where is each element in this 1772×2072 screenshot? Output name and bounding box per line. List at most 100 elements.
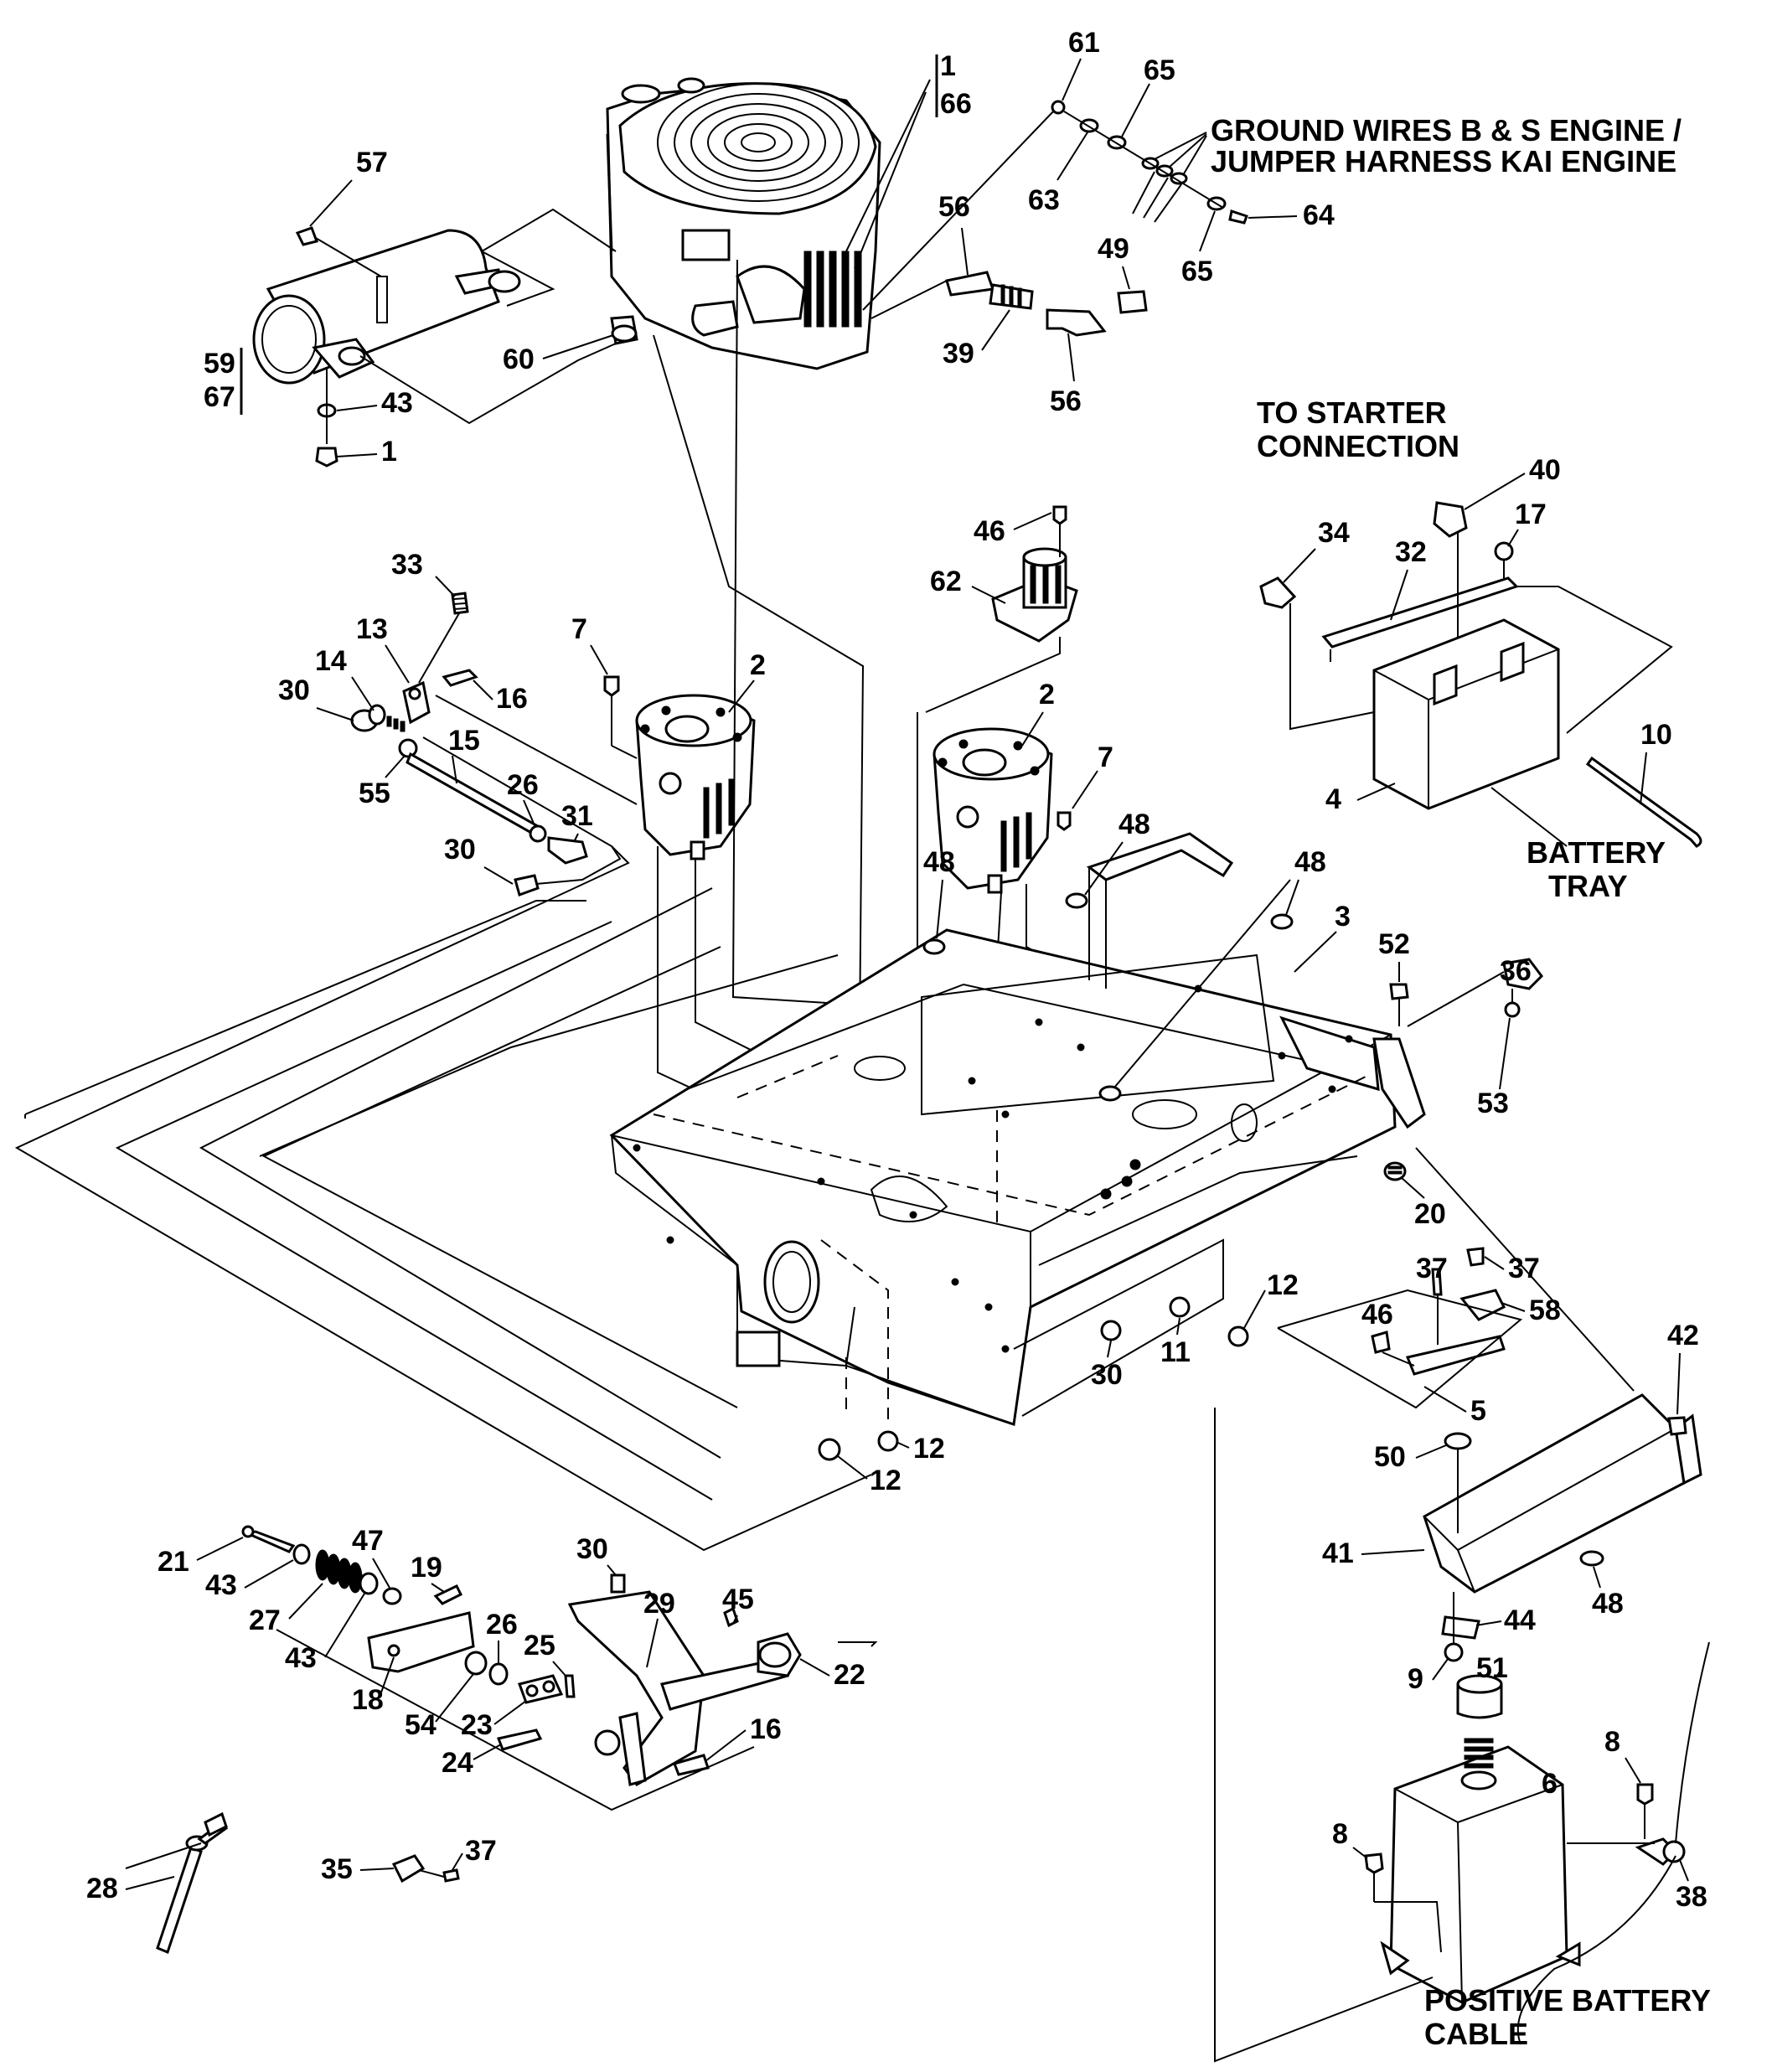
battery-tray-note-2: TRAY [1548,869,1628,903]
callout-9: 9 [1408,1663,1423,1695]
callout-23: 23 [461,1709,493,1741]
callout-12-b: 12 [913,1433,945,1465]
engine-icon [606,77,881,370]
callout-28: 28 [86,1873,118,1904]
callout-48-c: 48 [1294,846,1326,878]
callout-65-top: 65 [1144,54,1175,86]
callout-46-solenoid: 46 [974,515,1005,547]
fuel-tank-icon [1380,1738,1581,2004]
frame-icon [609,832,1426,1426]
callout-42: 42 [1667,1320,1699,1351]
callout-40: 40 [1529,454,1561,486]
callout-51: 51 [1476,1652,1508,1684]
starter-solenoid-icon [991,505,1078,643]
callout-46-bracket: 46 [1361,1299,1393,1331]
callout-55: 55 [359,778,390,809]
callout-49: 49 [1098,233,1129,265]
callout-17: 17 [1515,499,1547,530]
callout-12-a: 12 [1267,1269,1299,1301]
callout-12-c: 12 [870,1465,901,1496]
callout-30-b: 30 [444,834,476,865]
starter-note-1: TO STARTER [1257,395,1447,430]
svg-text:GROUND WIRES B & S ENGINE /: GROUND WIRES B & S ENGINE / [1211,113,1682,147]
callout-30-a: 30 [278,674,310,706]
callout-18: 18 [352,1684,384,1716]
callout-48-d: 48 [1592,1588,1624,1620]
callout-16-b: 16 [750,1713,782,1745]
callout-2-b: 2 [1039,679,1055,710]
callout-52: 52 [1378,928,1410,960]
battery-icon [1372,618,1560,810]
callout-67: 67 [204,381,235,413]
brake-linkage-icon [367,1590,802,1786]
positive-cable-note-2: CABLE [1424,2017,1528,2051]
callout-7-a: 7 [571,613,587,645]
callout-44: 44 [1504,1604,1536,1636]
callout-1-nut: 1 [381,436,397,468]
callout-43-c: 43 [285,1642,317,1674]
starter-note-2: CONNECTION [1257,429,1459,463]
callout-63: 63 [1028,184,1060,216]
callout-8-b: 8 [1332,1818,1348,1850]
callout-11: 11 [1160,1336,1191,1368]
callout-50: 50 [1374,1441,1406,1473]
callout-53: 53 [1477,1088,1509,1119]
callout-2-a: 2 [750,649,766,681]
callout-60: 60 [503,344,535,375]
callout-66: 66 [940,88,972,120]
callout-20: 20 [1414,1198,1446,1230]
callout-30-c: 30 [1091,1359,1123,1391]
callout-37-c: 37 [465,1835,497,1867]
callout-7-b: 7 [1098,741,1113,773]
callout-8-a: 8 [1604,1726,1620,1758]
callout-56-top: 56 [938,191,970,223]
callout-54: 54 [405,1709,437,1741]
callout-21: 21 [158,1546,189,1578]
callout-14: 14 [315,645,347,677]
muffler-icon [252,229,521,385]
callout-39: 39 [943,338,974,369]
hydraulic-pump-icon [932,727,1053,894]
callout-13: 13 [356,613,388,645]
callout-1-engine: 1 [940,50,956,82]
ground-wires-note: GROUND WIRES B & S ENGINE / JUMPER HARNE… [1211,113,1682,178]
callout-26-b: 26 [486,1609,518,1641]
callout-4: 4 [1325,783,1341,815]
callout-16-a: 16 [496,683,528,715]
callout-58: 58 [1529,1294,1561,1326]
battery-tray-note-1: BATTERY [1527,835,1666,870]
callout-48-a: 48 [923,846,955,878]
callout-19: 19 [411,1552,442,1584]
callout-30-d: 30 [576,1533,608,1565]
callout-5: 5 [1470,1395,1486,1427]
callout-65-bottom: 65 [1181,256,1213,287]
callout-15: 15 [448,725,480,757]
callout-59: 59 [204,348,235,380]
callout-64: 64 [1303,199,1335,231]
callout-48-b: 48 [1118,809,1150,840]
callout-3: 3 [1335,901,1351,933]
callout-41: 41 [1322,1537,1354,1569]
callout-31: 31 [561,800,593,832]
callout-33: 33 [391,549,423,581]
callout-36: 36 [1500,955,1532,987]
callout-27: 27 [249,1604,281,1636]
callout-24: 24 [442,1747,473,1779]
callout-43-muffler: 43 [381,387,413,419]
callout-26-a: 26 [507,769,539,801]
callout-56-bottom: 56 [1050,385,1082,417]
svg-text:JUMPER HARNESS KAI ENGINE: JUMPER HARNESS KAI ENGINE [1211,144,1676,178]
callout-35: 35 [321,1853,353,1885]
callout-6: 6 [1542,1768,1558,1800]
callout-62: 62 [930,566,962,597]
callout-37-a: 37 [1416,1253,1448,1284]
callout-34: 34 [1318,517,1350,549]
callout-43-b: 43 [205,1569,237,1601]
callout-22: 22 [834,1659,865,1691]
callout-57: 57 [356,147,388,178]
hydraulic-pump-icon [635,694,756,860]
callout-38: 38 [1676,1881,1707,1913]
callout-25: 25 [524,1630,555,1661]
callout-47: 47 [352,1525,384,1557]
